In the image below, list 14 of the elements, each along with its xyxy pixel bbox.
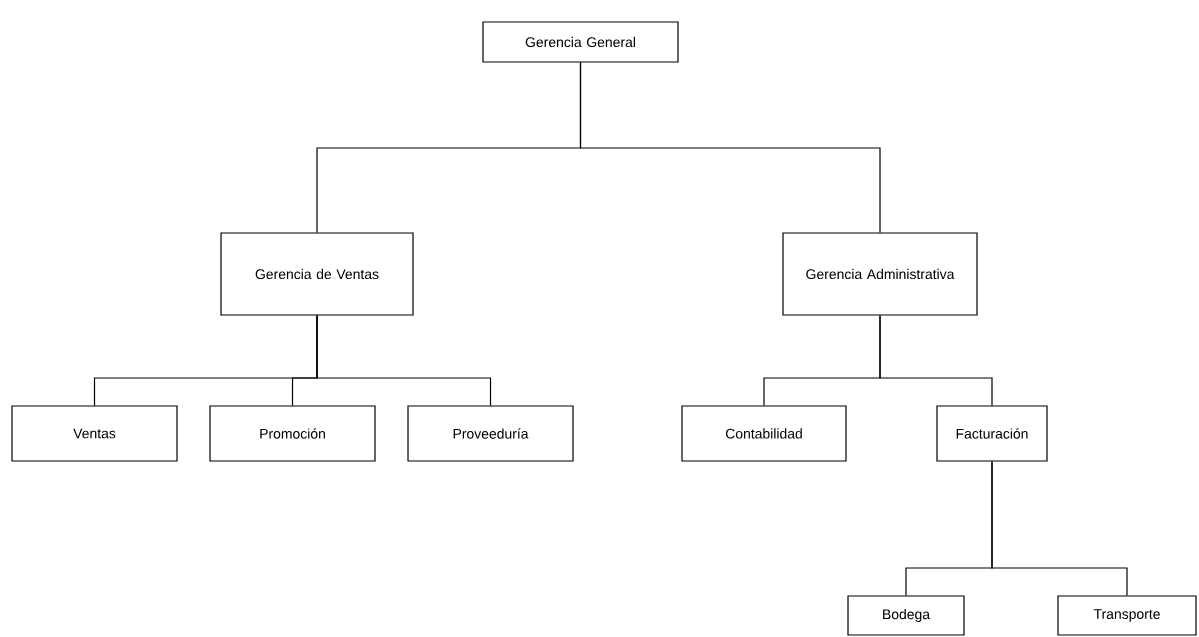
org-box: Bodega: [847, 595, 965, 636]
org-box: Gerencia General: [482, 21, 679, 63]
connector-line: [991, 461, 1128, 596]
connector-line: [879, 315, 993, 406]
org-box: Promoción: [209, 405, 376, 462]
org-box: Proveeduría: [407, 405, 574, 462]
org-box: Gerencia Administrativa: [782, 232, 978, 316]
connector-line: [579, 62, 881, 233]
org-box: Gerencia de Ventas: [220, 232, 414, 316]
org-box: Facturación: [936, 405, 1048, 462]
org-box: Transporte: [1057, 595, 1197, 636]
org-box: Contabilidad: [681, 405, 847, 462]
org-box: Ventas: [11, 405, 178, 462]
connector-line: [316, 315, 492, 406]
